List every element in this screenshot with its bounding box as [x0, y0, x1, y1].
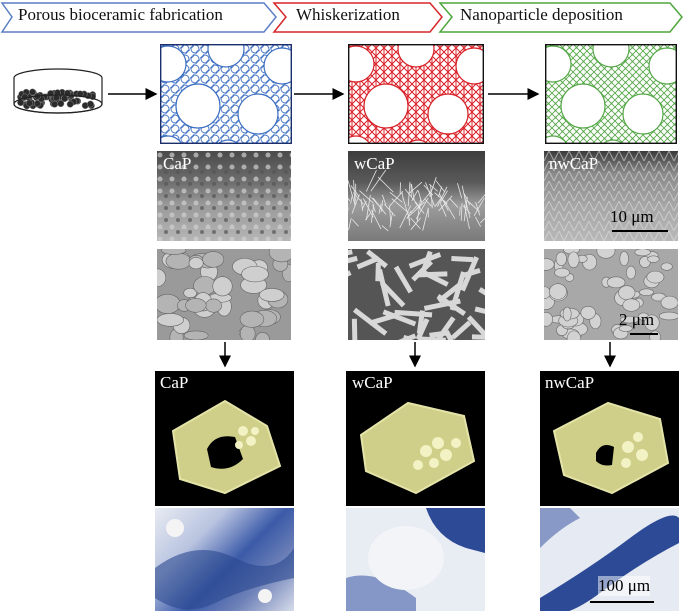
- scale-bar-sem-low: [612, 230, 668, 232]
- step-label-fabrication: Porous bioceramic fabrication: [18, 5, 223, 24]
- histology-cap: [155, 508, 294, 611]
- label-sem-wcap: wCaP: [354, 154, 395, 173]
- ct-nwcap: [540, 371, 679, 506]
- label-ct-cap: CaP: [160, 373, 189, 392]
- scale-sem-low: 10 μm: [610, 207, 654, 226]
- process-header: [0, 2, 683, 33]
- histology-nwcap: [540, 508, 679, 611]
- ct-cap: [155, 371, 294, 506]
- sem-high-wcap: [348, 249, 485, 340]
- ct-wcap: [346, 371, 485, 506]
- sem-low-nwcap: [544, 151, 678, 241]
- sketch-nwcap: [545, 44, 677, 144]
- down-arrows: [219, 342, 616, 368]
- scale-sem-high: 2 μm: [619, 310, 655, 329]
- label-ct-nwcap: nwCaP: [545, 373, 595, 392]
- scale-bar-histology: [590, 601, 654, 603]
- scale-bar-sem-high: [630, 333, 658, 335]
- sem-low-wcap: [348, 151, 485, 241]
- sem-high-cap: [157, 249, 291, 340]
- step-label-whiskerization: Whiskerization: [296, 5, 400, 24]
- petri-dish-icon: [13, 68, 103, 114]
- step-arrow-fabrication: [0, 2, 277, 33]
- sem-low-cap: [157, 151, 291, 241]
- label-sem-nwcap: nwCaP: [549, 154, 599, 173]
- histology-wcap: [346, 508, 485, 611]
- scale-histology: 100 μm: [598, 576, 651, 596]
- step-label-deposition: Nanoparticle deposition: [460, 5, 623, 24]
- step-arrow-whiskerization: [272, 2, 443, 33]
- step-arrow-deposition: [438, 2, 683, 33]
- sketch-cap: [160, 44, 292, 144]
- label-ct-wcap: wCaP: [352, 373, 393, 392]
- label-sem-cap: CaP: [163, 154, 192, 173]
- process-arrows: [108, 88, 540, 100]
- sketch-wcap: [348, 44, 484, 144]
- sem-high-nwcap: [544, 249, 678, 340]
